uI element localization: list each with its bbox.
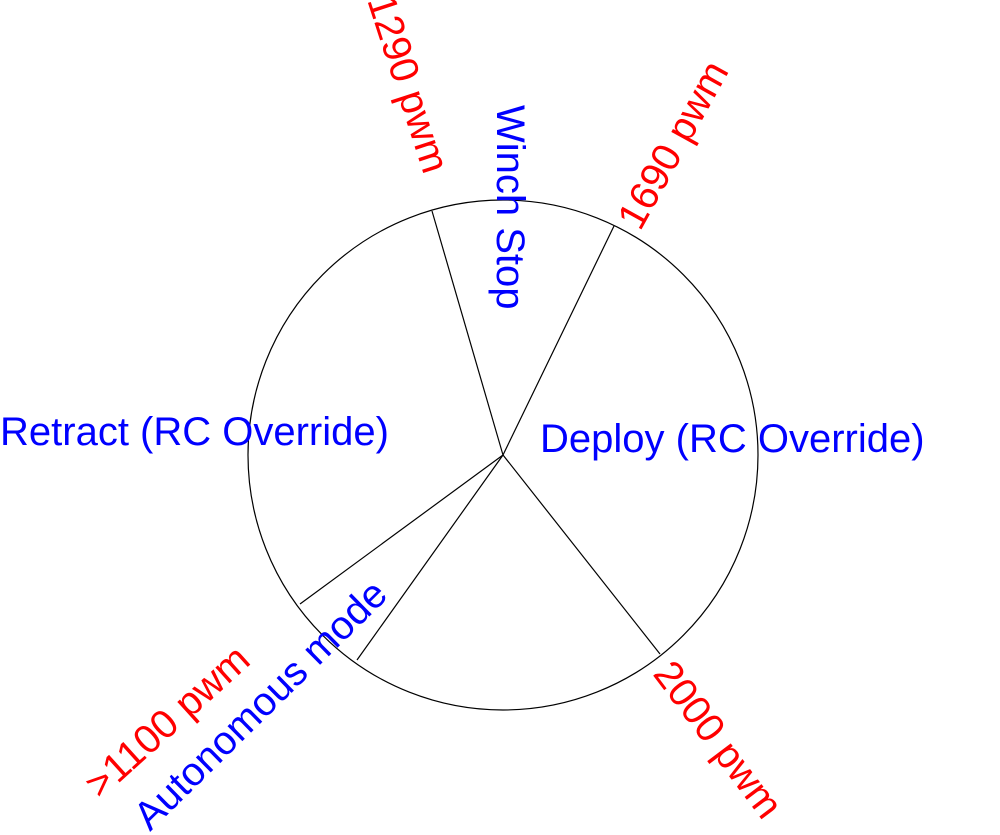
label-1290-pwm: 1290 pwm [358,0,457,178]
divider-autonomous [356,454,504,661]
divider-2000 [502,454,661,655]
label-deploy: Deploy (RC Override) [540,417,925,461]
divider-1690 [502,225,615,456]
divider-1290 [431,210,504,456]
label-2000-pwm: 2000 pwm [645,653,791,827]
label-1690-pwm: 1690 pwm [609,54,737,237]
divider-1100 [299,454,504,605]
label-winch-stop: Winch Stop [488,105,532,310]
label-retract: Retract (RC Override) [0,410,389,454]
dial-circle [247,199,759,711]
